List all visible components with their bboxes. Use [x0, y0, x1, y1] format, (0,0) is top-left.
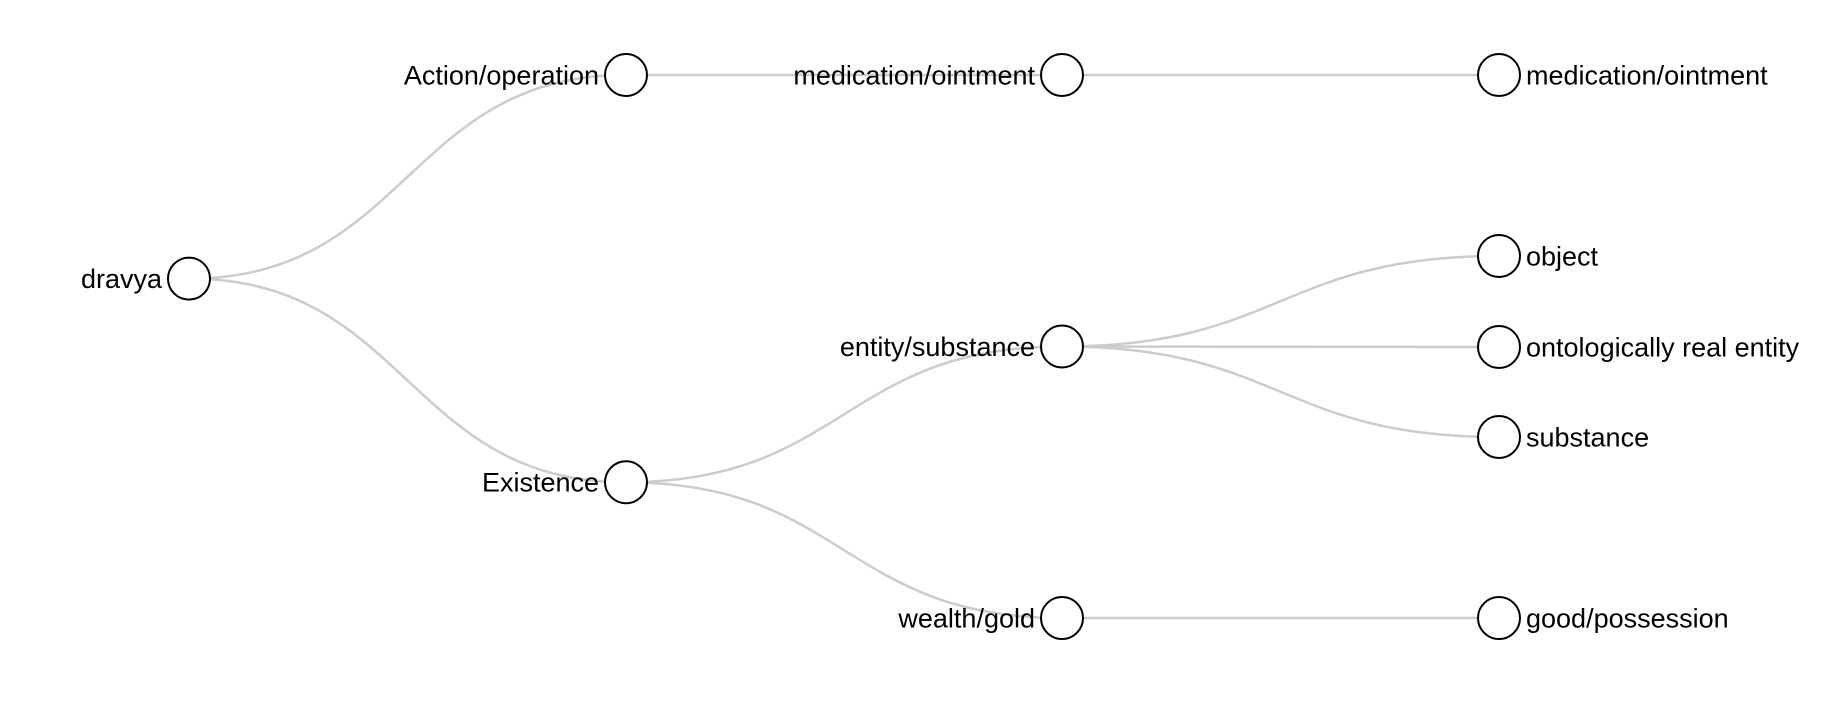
- node-circle-medication-ointment-1[interactable]: [1040, 53, 1084, 97]
- node-action-operation[interactable]: Action/operation: [404, 53, 648, 97]
- link-existence-to-wealth-gold: [625, 481, 1063, 620]
- node-label-medication-ointment-2: medication/ointment: [1526, 60, 1768, 90]
- node-label-entity-substance: entity/substance: [840, 332, 1035, 362]
- node-label-wealth-gold: wealth/gold: [897, 603, 1035, 633]
- node-object[interactable]: object: [1477, 234, 1599, 278]
- node-circle-object[interactable]: [1477, 234, 1521, 278]
- link-dravya-to-action-operation: [188, 73, 627, 280]
- node-circle-action-operation[interactable]: [604, 53, 648, 97]
- node-circle-substance[interactable]: [1477, 415, 1521, 459]
- node-label-dravya: dravya: [81, 264, 163, 294]
- link-entity-substance-to-ontologically-real-entity: [1061, 345, 1500, 349]
- node-circle-ontologically-real-entity[interactable]: [1477, 325, 1521, 369]
- node-label-medication-ointment-1: medication/ointment: [793, 60, 1035, 90]
- link-dravya-to-existence: [188, 277, 627, 484]
- node-medication-ointment-1[interactable]: medication/ointment: [793, 53, 1084, 97]
- link-entity-substance-to-substance: [1061, 345, 1500, 439]
- node-circle-wealth-gold[interactable]: [1040, 596, 1084, 640]
- node-circle-entity-substance[interactable]: [1040, 324, 1084, 369]
- node-circle-dravya[interactable]: [167, 256, 211, 301]
- node-dravya[interactable]: dravya: [81, 256, 211, 301]
- node-label-object: object: [1526, 241, 1599, 271]
- node-label-action-operation: Action/operation: [404, 60, 599, 90]
- link-entity-substance-to-object: [1061, 254, 1500, 348]
- node-entity-substance[interactable]: entity/substance: [840, 324, 1084, 369]
- node-label-ontologically-real-entity: ontologically real entity: [1526, 332, 1800, 362]
- node-circle-medication-ointment-2[interactable]: [1477, 53, 1521, 97]
- node-existence[interactable]: Existence: [482, 460, 648, 505]
- nodes-layer: dravya Action/operation medication/ointmen…: [81, 53, 1800, 640]
- node-circle-existence[interactable]: [604, 460, 648, 505]
- links-layer: [188, 73, 1500, 620]
- node-substance[interactable]: substance: [1477, 415, 1649, 459]
- node-circle-good-possession[interactable]: [1477, 596, 1521, 640]
- node-wealth-gold[interactable]: wealth/gold: [897, 596, 1084, 640]
- link-existence-to-entity-substance: [625, 345, 1063, 484]
- node-medication-ointment-2[interactable]: medication/ointment: [1477, 53, 1768, 97]
- node-label-existence: Existence: [482, 468, 599, 498]
- node-label-substance: substance: [1526, 422, 1649, 452]
- node-label-good-possession: good/possession: [1526, 603, 1729, 633]
- node-good-possession[interactable]: good/possession: [1477, 596, 1729, 640]
- node-ontologically-real-entity[interactable]: ontologically real entity: [1477, 325, 1800, 369]
